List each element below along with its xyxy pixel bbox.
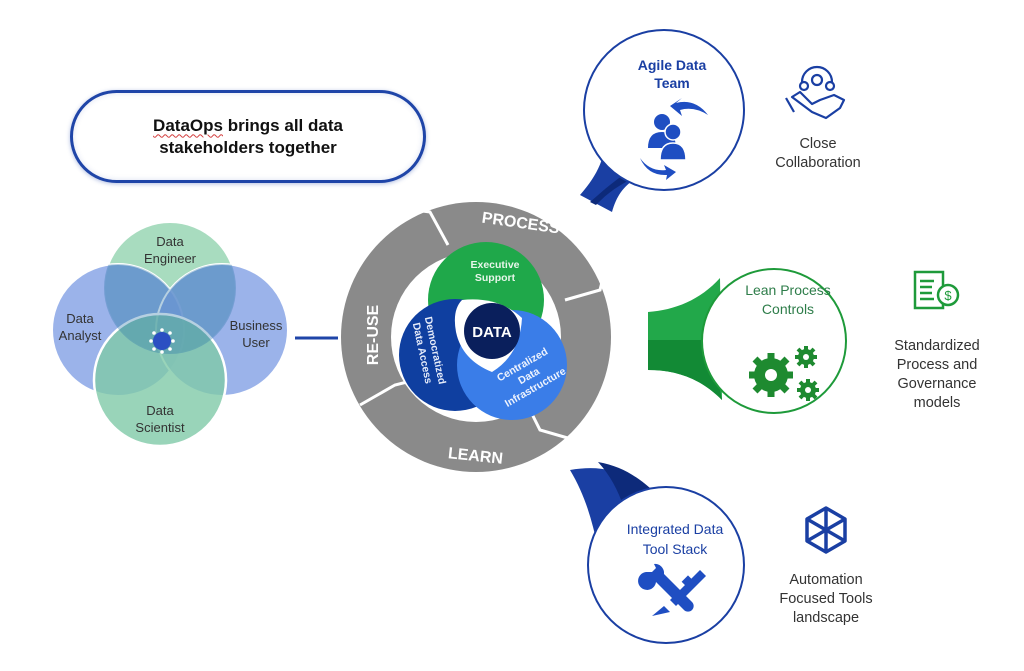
ring-separator-analyze (564, 249, 612, 302)
venn-center-dot (153, 332, 171, 350)
gears-icon (749, 346, 819, 401)
ring-separator-learn (528, 409, 586, 445)
data-core-label: DATA (472, 324, 512, 341)
title-line1-rest: brings all data (222, 115, 343, 135)
wrench-pencil-icon (638, 563, 706, 616)
stage-learn: LEARN (447, 445, 504, 468)
dollar-glyph: $ (944, 288, 952, 303)
title-line2: stakeholders together (159, 137, 337, 157)
stage-reuse: RE-USE (365, 304, 382, 365)
data-core (464, 303, 520, 359)
title-highlight: DataOps (153, 115, 223, 135)
venn-circle-scientist (92, 312, 228, 448)
stage-analyze: ANALYZE (608, 305, 625, 379)
document-dollar-icon (913, 270, 960, 310)
title-callout: DataOps brings all data stakeholders tog… (70, 90, 426, 183)
handshake-team-icon (785, 65, 846, 120)
inner-circles (399, 242, 567, 420)
hexagon-cube-icon (805, 506, 847, 554)
ring-separator-process (399, 206, 450, 246)
title-text: DataOps brings all data stakeholders tog… (153, 115, 343, 159)
team-rotation-icon (640, 98, 708, 180)
venn-center-ring (149, 328, 175, 354)
democratized-label: DemocratizedData Access (409, 316, 448, 389)
